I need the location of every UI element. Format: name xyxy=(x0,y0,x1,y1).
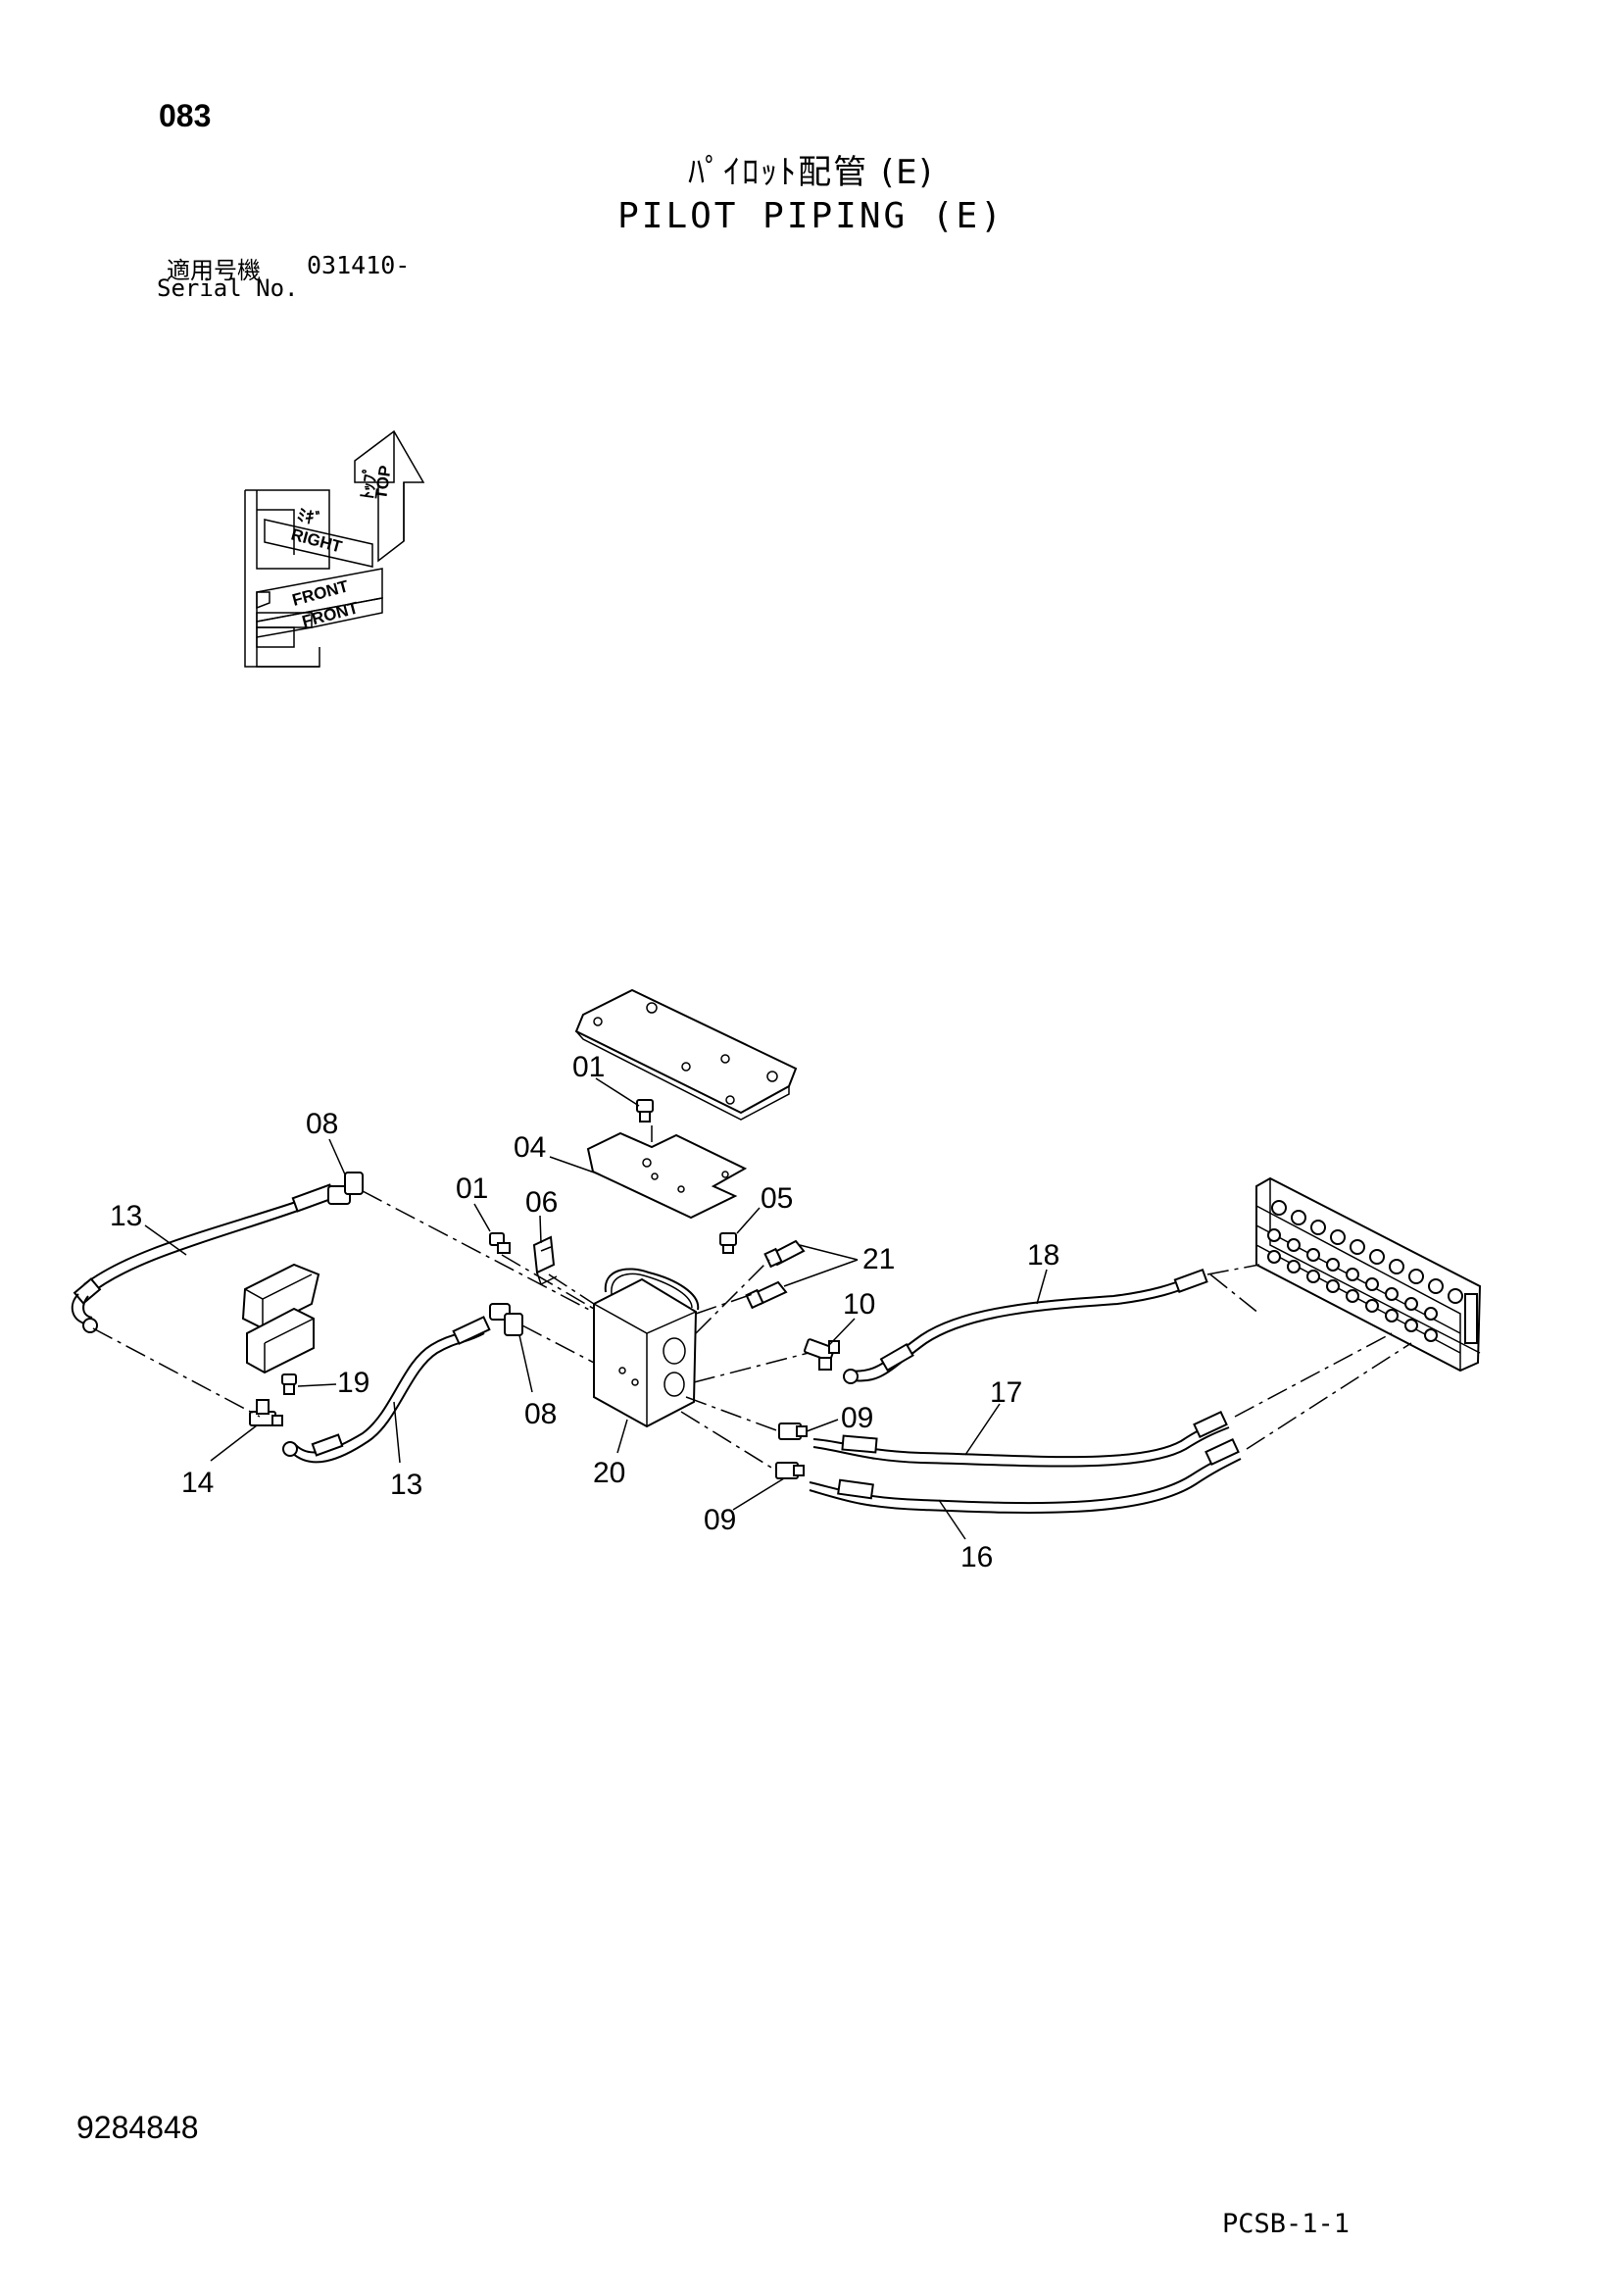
callout-08-lower: 08 xyxy=(524,1398,557,1430)
tee-10 xyxy=(804,1338,840,1371)
callout-13-upper: 13 xyxy=(110,1200,142,1232)
serial-number: 031410- xyxy=(307,251,411,279)
callout-20: 20 xyxy=(593,1457,625,1489)
serial-label-japanese: 適用号機 xyxy=(167,257,261,284)
tee-14 xyxy=(249,1399,283,1426)
adapter-09-lower xyxy=(775,1462,805,1479)
callout-09-upper: 09 xyxy=(841,1402,873,1434)
callout-09-lower: 09 xyxy=(704,1504,736,1536)
sheet-code: PCSB-1-1 xyxy=(1222,2209,1351,2239)
right-arrow-icon xyxy=(264,519,373,568)
bolt-01-top xyxy=(636,1099,654,1123)
callout-01-top: 01 xyxy=(572,1051,605,1083)
fittings-21 xyxy=(745,1239,806,1310)
callout-01-left: 01 xyxy=(456,1173,488,1205)
callout-08-upper: 08 xyxy=(306,1108,338,1140)
assembly-lines xyxy=(92,1125,1412,1472)
serial-label-english: Serial No. xyxy=(157,275,299,302)
pressure-switch xyxy=(241,1263,320,1374)
hose-17 xyxy=(812,1410,1230,1468)
callout-05: 05 xyxy=(761,1182,793,1215)
hose-18 xyxy=(843,1268,1208,1384)
callout-18: 18 xyxy=(1027,1239,1059,1272)
elbow-08-upper xyxy=(327,1172,364,1205)
orient-label-top-jp: ﾄｯﾌﾟ xyxy=(357,465,381,500)
hose-16 xyxy=(809,1437,1242,1515)
callout-16: 16 xyxy=(960,1541,993,1573)
orientation-indicator: TOP ﾄｯﾌﾟ RIGHT ﾐｷﾞ FRONT FRONT xyxy=(244,429,425,668)
page-number: 083 xyxy=(159,98,212,133)
valve-block-20 xyxy=(593,1268,700,1428)
plate-04 xyxy=(586,1131,748,1220)
callout-04: 04 xyxy=(514,1131,546,1164)
hose-13-lower xyxy=(282,1316,491,1464)
bolt-05 xyxy=(719,1232,737,1254)
callout-14: 14 xyxy=(181,1467,214,1499)
orient-label-right: RIGHT xyxy=(289,525,345,557)
cover-plate xyxy=(574,988,798,1121)
callout-06: 06 xyxy=(525,1186,558,1219)
callout-17: 17 xyxy=(990,1376,1022,1409)
page-title-japanese: ﾊﾟｲﾛｯﾄ配管 (E) xyxy=(688,153,934,192)
elbow-08-lower xyxy=(489,1303,523,1336)
page-title-english: PILOT PIPING (E) xyxy=(617,196,1005,236)
drawing-number: 9284848 xyxy=(76,2110,199,2145)
plug-19 xyxy=(281,1373,297,1395)
callouts: 01 04 08 01 06 05 21 13 18 10 19 17 08 0… xyxy=(110,1051,1059,1573)
callout-21: 21 xyxy=(862,1243,895,1275)
callout-19: 19 xyxy=(337,1367,369,1399)
orient-label-top: TOP xyxy=(371,465,395,501)
leader-lines xyxy=(144,1077,1048,1540)
adapter-09-upper xyxy=(778,1423,808,1440)
callout-10: 10 xyxy=(843,1288,875,1321)
control-valve xyxy=(1255,1176,1482,1373)
hose-13-upper xyxy=(71,1183,336,1333)
callout-13-lower: 13 xyxy=(390,1469,422,1501)
valve-ports xyxy=(1267,1200,1463,1342)
bolt-01-left xyxy=(489,1232,511,1254)
